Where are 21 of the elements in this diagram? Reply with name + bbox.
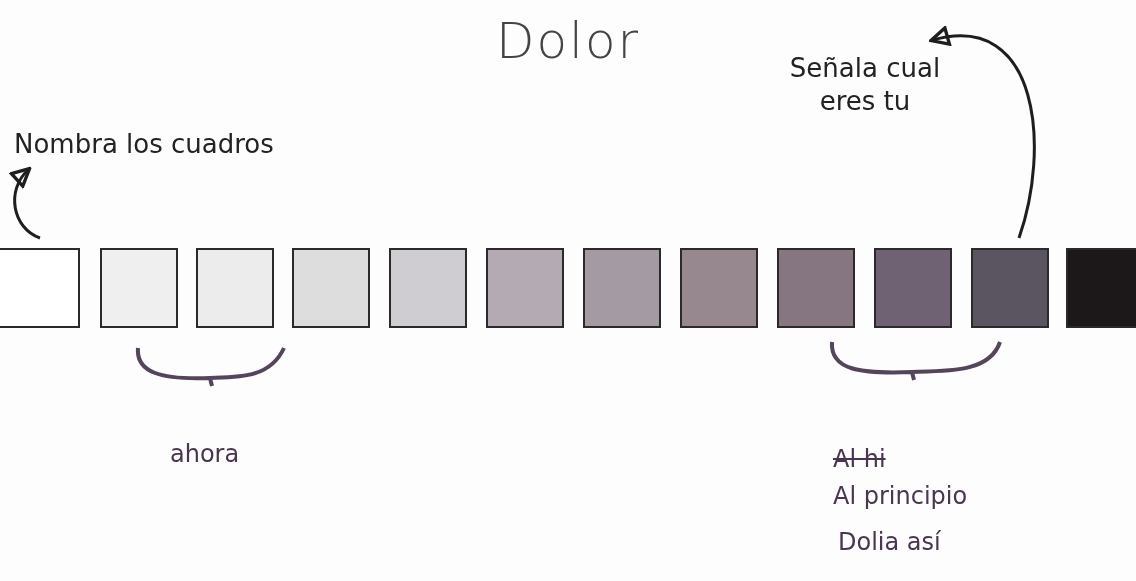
- color-square: [1066, 248, 1136, 328]
- color-square: [100, 248, 178, 328]
- curved-arrow: [10, 166, 41, 240]
- title: Dolor: [495, 12, 641, 70]
- color-square: [583, 248, 661, 328]
- color-square: [680, 248, 758, 328]
- color-square: [874, 248, 952, 328]
- handwritten-note: Al principio: [833, 482, 968, 510]
- color-square: [292, 248, 370, 328]
- curved-arrow: [929, 27, 1036, 239]
- color-square: [486, 248, 564, 328]
- color-square: [0, 248, 80, 328]
- color-square: [777, 248, 855, 328]
- color-square: [971, 248, 1049, 328]
- color-square: [389, 248, 467, 328]
- handwritten-note: Nombra los cuadros: [14, 129, 274, 159]
- handwritten-note: ahora: [170, 440, 240, 468]
- color-square: [196, 248, 274, 328]
- handwritten-note: Señala cual eres tu: [789, 53, 941, 116]
- handwritten-note: Dolia así: [838, 528, 941, 556]
- crossed-out-note: Al hi: [833, 445, 886, 473]
